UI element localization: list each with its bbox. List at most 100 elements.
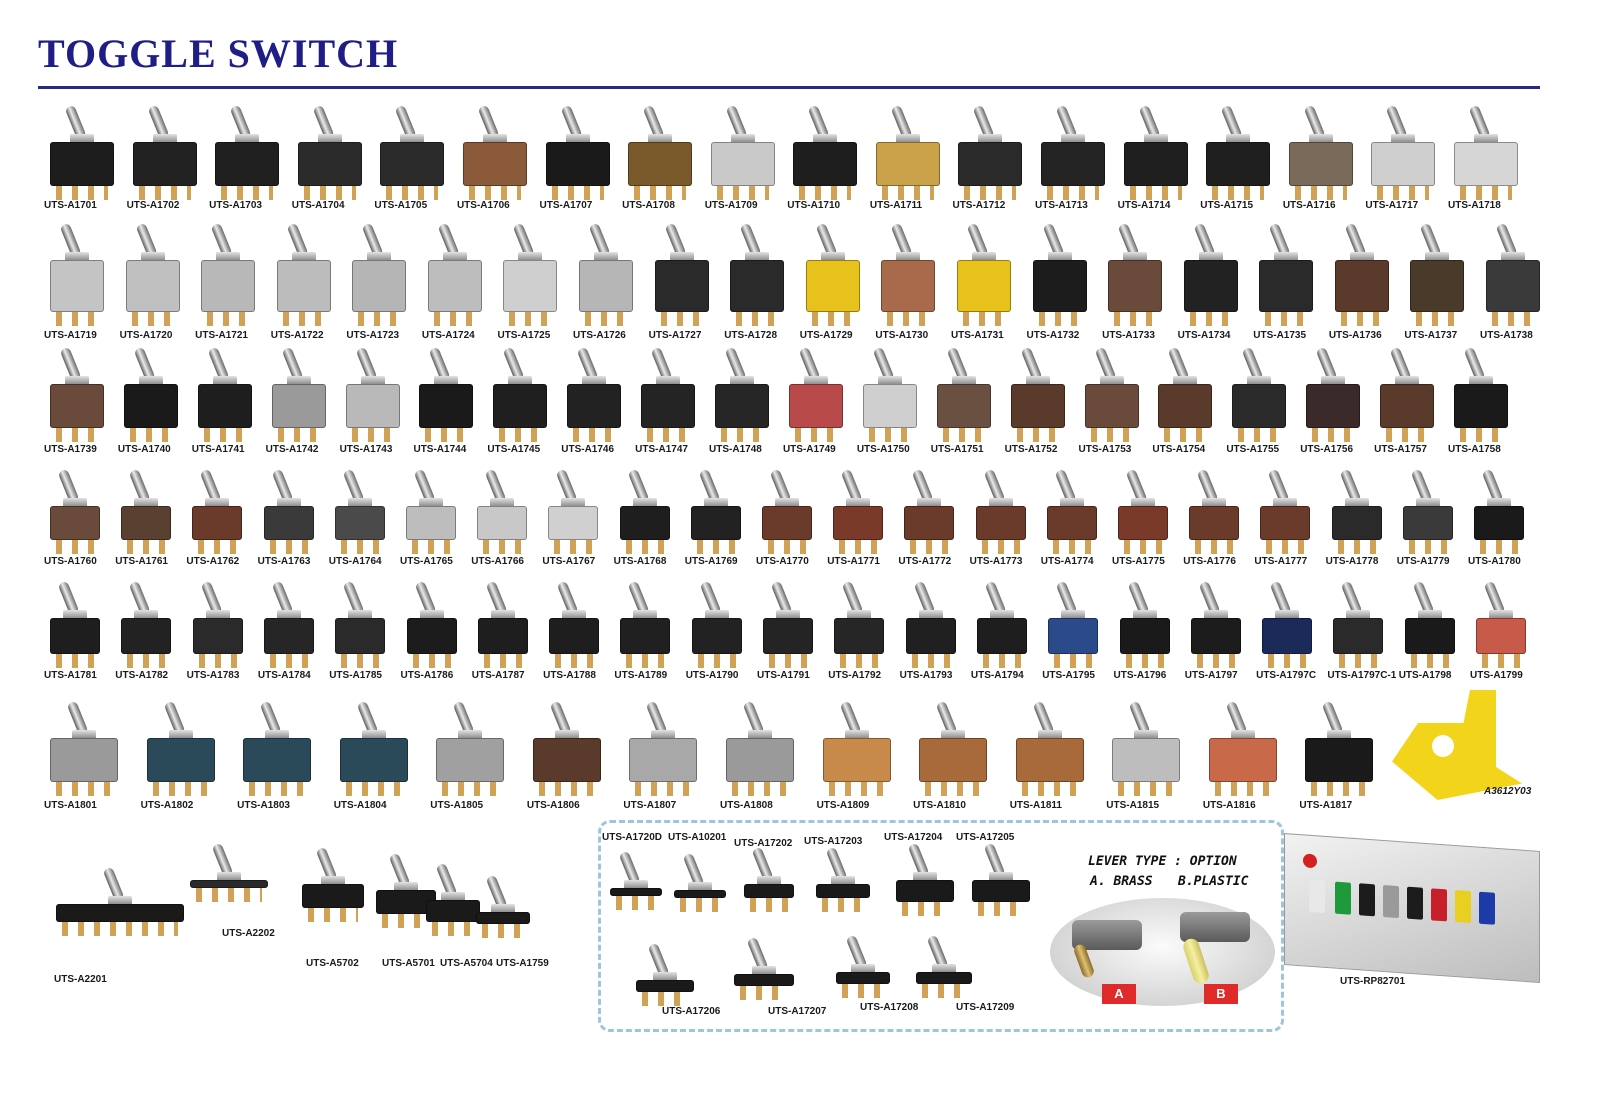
terminal-pins: [922, 984, 966, 998]
switch-image-uts-a1701: [44, 104, 120, 200]
switch-body: [1015, 738, 1084, 782]
mounting-nut: [913, 872, 937, 882]
switch-image-uts-a5704: [420, 862, 486, 936]
switch-image-uts-a1789: [614, 580, 676, 668]
switch-image-uts-a1776: [1183, 468, 1245, 554]
mounting-nut: [554, 730, 579, 740]
mounting-nut: [651, 730, 676, 740]
switch-body: [297, 142, 362, 186]
product-code-uts-a1787: UTS-A1787: [471, 670, 525, 681]
switch-body: [197, 384, 252, 428]
product-code-uts-a1744: UTS-A1744: [413, 444, 467, 455]
terminal-pins: [282, 312, 325, 326]
mounting-nut: [978, 134, 1003, 144]
switch-body: [1010, 384, 1065, 428]
mounting-nut: [1349, 252, 1374, 262]
switch-body: [1189, 506, 1240, 540]
switch-image-uts-a1773: [970, 468, 1032, 554]
switch-body: [1206, 142, 1271, 186]
switch-image-uts-a1705: [374, 104, 450, 200]
product-code-uts-a1738: UTS-A1738: [1480, 330, 1533, 341]
switch-image-uts-a1805: [430, 700, 510, 796]
product-code-uts-a1791: UTS-A1791: [757, 670, 810, 681]
switch-body: [1410, 260, 1465, 312]
switch-body: [1183, 260, 1238, 312]
mounting-nut: [1308, 134, 1333, 144]
switch-body: [710, 142, 775, 186]
mounting-nut: [1273, 498, 1298, 508]
switch-image-uts-a1734: [1178, 222, 1244, 326]
switch-body: [834, 618, 885, 654]
mounting-nut: [941, 730, 966, 740]
product-code-uts-a1797: UTS-A1797: [1184, 670, 1238, 681]
product-code-uts-a1805: UTS-A1805: [430, 800, 484, 811]
switch-body: [641, 384, 696, 428]
switch-body: [477, 506, 528, 540]
product-code-uts-a1759: UTS-A1759: [496, 958, 549, 969]
switch-image-uts-a1799: [1470, 580, 1532, 668]
mounting-nut: [633, 610, 658, 620]
product-code-uts-a1760: UTS-A1760: [44, 556, 97, 567]
switch-body: [545, 142, 610, 186]
product-code-uts-a1809: UTS-A1809: [816, 800, 870, 811]
terminal-pins: [697, 654, 736, 668]
product-code-uts-a1776: UTS-A1776: [1183, 556, 1236, 567]
switch-body: [532, 738, 601, 782]
switch-image-uts-a17209: [910, 934, 978, 998]
mounting-nut: [648, 134, 673, 144]
switch-image-uts-a1816: [1203, 700, 1283, 796]
switch-image-uts-a1761: [115, 468, 177, 554]
product-code-uts-a1783: UTS-A1783: [186, 670, 240, 681]
switch-body: [875, 142, 940, 186]
product-code-uts-a1788: UTS-A1788: [543, 670, 596, 681]
mounting-nut: [1415, 498, 1440, 508]
terminal-pins: [910, 540, 949, 554]
switch-image-uts-a1728: [724, 222, 790, 326]
switch-body: [1048, 618, 1099, 654]
switch-image-uts-a1775: [1112, 468, 1174, 554]
switch-image-uts-a1770: [756, 468, 818, 554]
switch-image-uts-a1715: [1200, 104, 1276, 200]
switch-body: [427, 260, 482, 312]
switch-body: [1158, 384, 1213, 428]
switch-image-uts-a1709: [705, 104, 781, 200]
switch-body: [629, 738, 698, 782]
switch-image-uts-a1791: [757, 580, 819, 668]
switch-image-uts-a1741: [192, 346, 258, 442]
product-code-uts-a17202: UTS-A17202: [734, 838, 793, 849]
switch-body: [548, 506, 599, 540]
product-code-uts-a1725: UTS-A1725: [497, 330, 551, 341]
mounting-nut: [1344, 498, 1369, 508]
switch-image-uts-a2201: [50, 866, 190, 936]
mounting-nut: [134, 610, 159, 620]
terminal-pins: [1311, 782, 1368, 796]
mounting-nut: [1143, 134, 1168, 144]
terminal-pins: [978, 902, 1024, 916]
terminal-pins: [303, 186, 356, 200]
terminal-pins: [198, 654, 237, 668]
switch-body: [744, 884, 794, 898]
mounting-nut: [1417, 610, 1442, 620]
mounting-nut: [562, 610, 587, 620]
switch-image-uts-a1743: [340, 346, 406, 442]
terminal-pins: [340, 540, 379, 554]
mounting-nut: [286, 376, 311, 386]
switch-body: [1112, 738, 1181, 782]
switch-body: [904, 506, 955, 540]
switch-body: [335, 618, 386, 654]
terminal-pins: [1492, 312, 1534, 326]
terminal-pins: [442, 782, 499, 796]
switch-body: [1404, 618, 1455, 654]
mounting-nut: [138, 376, 163, 386]
product-code-uts-a1706: UTS-A1706: [456, 200, 510, 211]
switch-body: [1119, 618, 1170, 654]
mounting-nut: [813, 134, 838, 144]
switch-image-uts-a1724: [422, 222, 488, 326]
switch-body: [436, 738, 505, 782]
switch-body: [1454, 384, 1508, 428]
switch-body: [263, 506, 314, 540]
terminal-pins: [642, 992, 688, 1006]
mounting-nut: [347, 498, 372, 508]
mounting-nut: [951, 376, 976, 386]
product-code-uts-a1730: UTS-A1730: [875, 330, 929, 341]
